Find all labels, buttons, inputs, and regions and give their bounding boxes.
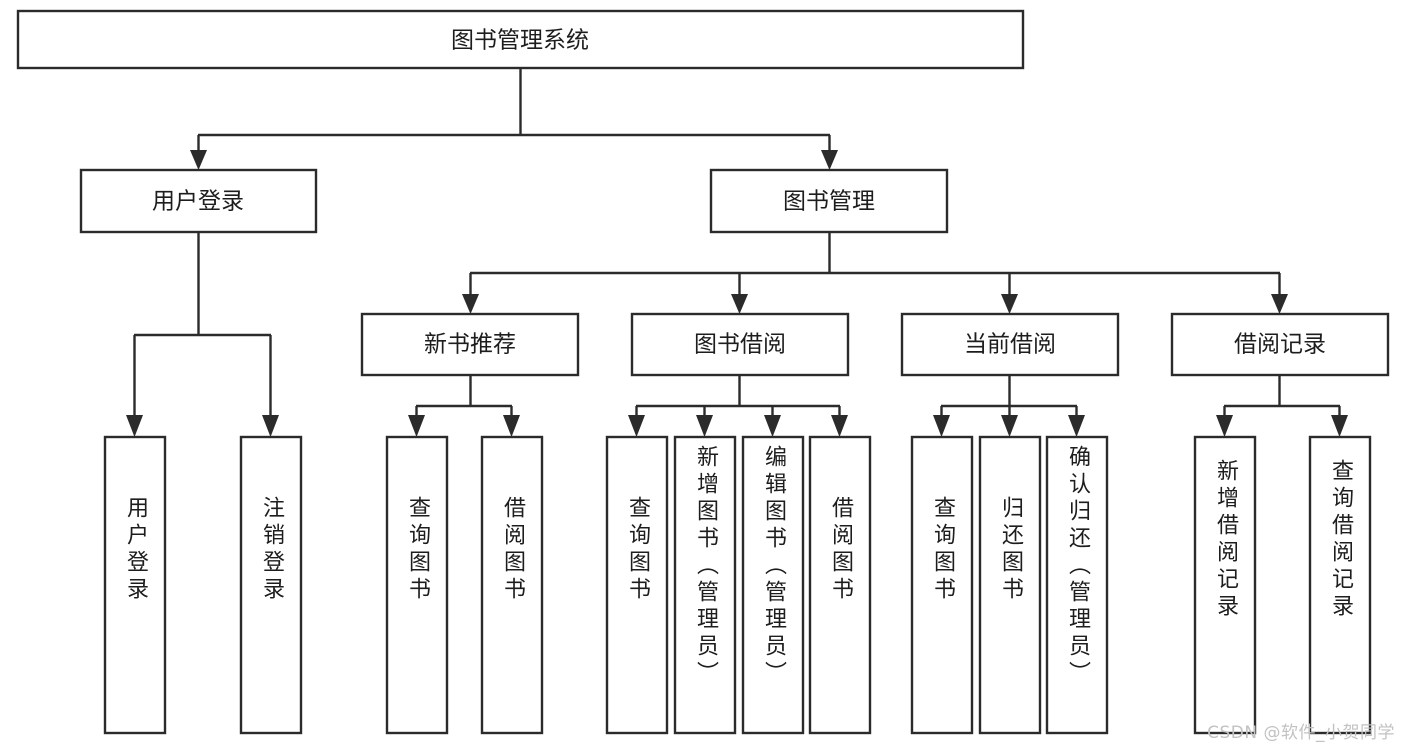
arrow-current-leaf-1 bbox=[933, 415, 950, 437]
node-label-root: 图书管理系统 bbox=[451, 28, 589, 54]
node-box-leaf-book-borrow-4[interactable] bbox=[808, 435, 872, 735]
arrow-bookmgmt-to-record bbox=[1271, 294, 1288, 314]
node-box-leaf-user-login-1[interactable] bbox=[103, 435, 167, 735]
connectors-group bbox=[126, 68, 1348, 437]
node-label-new-book-recommend: 新书推荐 bbox=[424, 332, 516, 358]
arrow-borrow-leaf-3 bbox=[764, 415, 781, 437]
arrow-root-to-user-login bbox=[190, 150, 207, 170]
node-box-leaf-borrow-record-2[interactable] bbox=[1308, 435, 1372, 735]
node-box-leaf-book-borrow-2[interactable] bbox=[673, 435, 737, 735]
arrow-bookmgmt-to-newbook bbox=[462, 294, 479, 314]
node-box-leaf-new-book-2[interactable] bbox=[480, 435, 544, 735]
node-box-new-book-recommend[interactable] bbox=[360, 312, 580, 377]
arrow-newbook-leaf-1 bbox=[408, 415, 425, 437]
arrow-borrow-leaf-2 bbox=[696, 415, 713, 437]
arrow-current-leaf-3 bbox=[1068, 415, 1085, 437]
arrow-borrow-leaf-4 bbox=[831, 415, 848, 437]
node-box-book-management[interactable] bbox=[709, 168, 949, 234]
node-box-user-login[interactable] bbox=[79, 168, 318, 234]
node-label-current-borrow: 当前借阅 bbox=[964, 332, 1056, 358]
arrow-root-to-book-mgmt bbox=[821, 150, 838, 170]
node-box-leaf-current-borrow-2[interactable] bbox=[978, 435, 1042, 735]
node-box-borrow-record[interactable] bbox=[1170, 312, 1390, 377]
node-box-current-borrow[interactable] bbox=[900, 312, 1120, 377]
node-box-book-borrow[interactable] bbox=[630, 312, 850, 377]
watermark-text: CSDN @软件_小贺同学 bbox=[1207, 723, 1395, 743]
arrow-borrow-leaf-1 bbox=[628, 415, 645, 437]
node-label-user-login: 用户登录 bbox=[152, 189, 244, 215]
nodes-group: 图书管理系统 用户登录 图书管理 新书推荐 图书借阅 当前借阅 借阅记录 bbox=[16, 9, 1390, 735]
node-label-book-management: 图书管理 bbox=[783, 189, 875, 215]
node-box-leaf-current-borrow-3[interactable] bbox=[1045, 435, 1109, 735]
node-box-leaf-book-borrow-1[interactable] bbox=[605, 435, 669, 735]
node-label-book-borrow: 图书借阅 bbox=[694, 332, 786, 358]
node-label-borrow-record: 借阅记录 bbox=[1234, 332, 1326, 358]
arrow-current-leaf-2 bbox=[1001, 415, 1018, 437]
arrow-userlogin-leaf-2 bbox=[262, 415, 279, 437]
node-box-leaf-book-borrow-3[interactable] bbox=[741, 435, 805, 735]
node-box-leaf-borrow-record-1[interactable] bbox=[1193, 435, 1257, 735]
arrow-userlogin-leaf-1 bbox=[126, 415, 143, 437]
arrow-bookmgmt-to-borrow bbox=[731, 294, 748, 314]
arrow-record-leaf-1 bbox=[1216, 415, 1233, 437]
node-box-leaf-current-borrow-1[interactable] bbox=[910, 435, 974, 735]
arrow-record-leaf-2 bbox=[1331, 415, 1348, 437]
node-box-leaf-new-book-1[interactable] bbox=[385, 435, 449, 735]
node-box-root[interactable] bbox=[16, 9, 1025, 70]
arrow-newbook-leaf-2 bbox=[503, 415, 520, 437]
node-box-leaf-user-login-2[interactable] bbox=[239, 435, 303, 735]
arrow-bookmgmt-to-current bbox=[1001, 294, 1018, 314]
